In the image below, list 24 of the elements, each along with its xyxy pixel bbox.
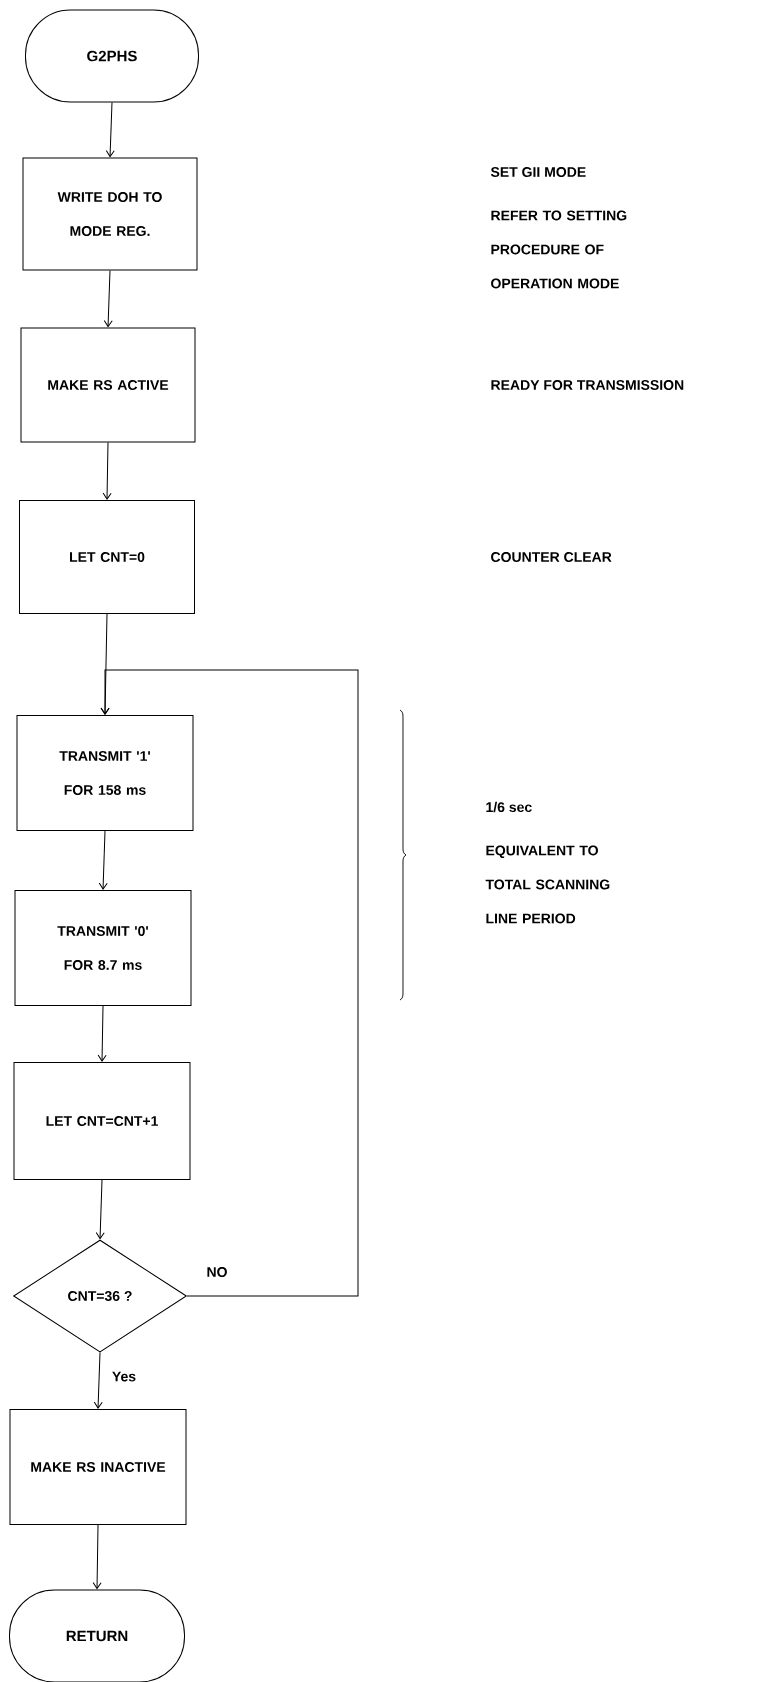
note-text: READY FOR TRANSMISSION (491, 380, 684, 390)
note-text: REFER TO SETTING PROCEDURE OF OPERATION MODE (491, 210, 627, 289)
process-box: MAKE RS INACTIVE (9, 1409, 187, 1525)
note-text: SET GII MODE (490, 167, 586, 177)
edge-label: Yes (110, 1370, 138, 1383)
arrow (105, 102, 115, 158)
process-box: WRITE DOH TO MODE REG. (22, 157, 198, 271)
arrow (103, 270, 113, 328)
process-box: TRANSMIT '1' FOR 158 ms (16, 715, 194, 831)
arrow (93, 1352, 103, 1409)
note-text: 1/6 sec (486, 801, 532, 813)
arrow (102, 442, 112, 500)
process-box: LET CNT=CNT+1 (13, 1062, 191, 1180)
process-box: LET CNT=0 (19, 500, 195, 614)
process-box: MAKE RS ACTIVE (20, 327, 196, 443)
arrow (97, 1005, 107, 1062)
note-text: COUNTER CLEAR (491, 552, 612, 562)
note-text: EQUIVALENT TO TOTAL SCANNING LINE PERIOD (485, 845, 610, 924)
arrow (98, 830, 108, 890)
process-box: TRANSMIT '0' FOR 8.7 ms (14, 890, 192, 1006)
arrow (92, 1524, 102, 1590)
arrow (100, 669, 359, 1297)
arrow (95, 1179, 105, 1240)
edge-label: NO (205, 1266, 229, 1278)
